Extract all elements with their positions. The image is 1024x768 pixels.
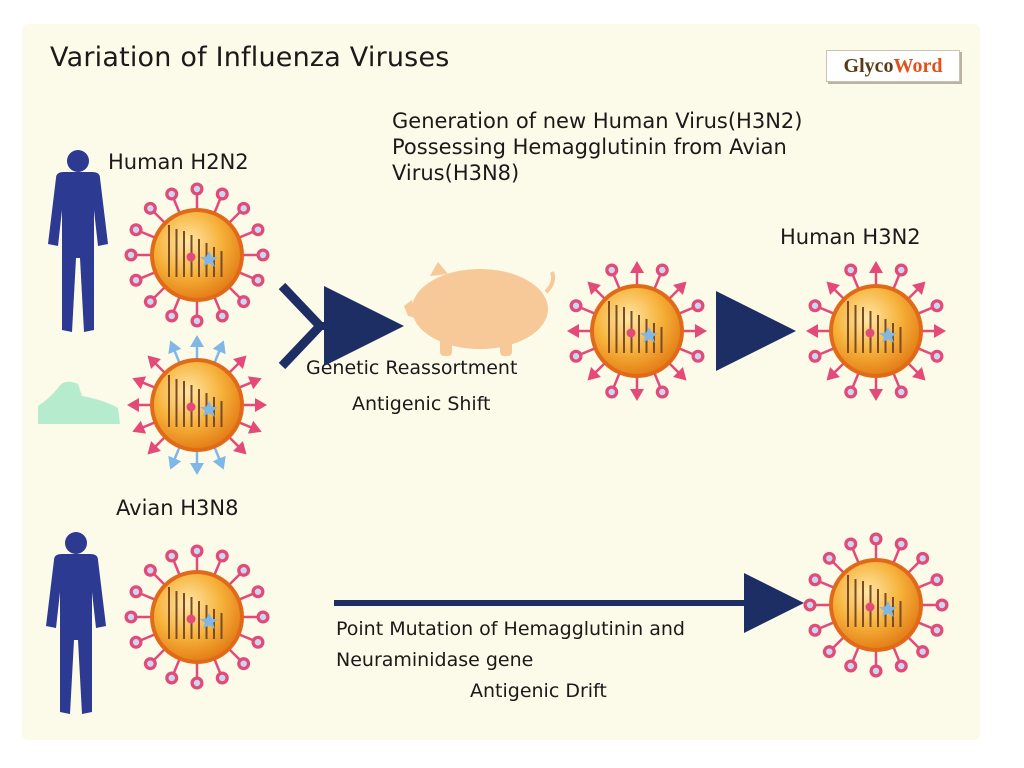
- subtitle-line-1: Generation of new Human Virus(H3N2): [392, 109, 803, 133]
- human-figure-icon: [48, 150, 108, 332]
- virus-icon: [803, 532, 949, 678]
- virus-icon: [124, 544, 270, 690]
- label-neuraminidase-gene: Neuraminidase gene: [336, 649, 534, 671]
- diagram-title: Variation of Influenza Viruses: [50, 42, 450, 73]
- bird-icon: [38, 381, 120, 424]
- glycoword-logo: GlycoWord: [826, 50, 960, 82]
- label-point-mutation: Point Mutation of Hemagglutinin and: [336, 618, 685, 640]
- human-figure-icon: [46, 532, 106, 714]
- virus-icon: [567, 261, 707, 401]
- subtitle-line-3: Virus(H3N8): [392, 161, 520, 185]
- label-human-h3n2: Human H3N2: [780, 225, 921, 249]
- label-human-h2n2: Human H2N2: [108, 150, 249, 174]
- virus-icon: [127, 335, 267, 475]
- virus-icon: [806, 261, 946, 401]
- arrow-icon: [278, 282, 327, 370]
- subtitle: Generation of new Human Virus(H3N2) Poss…: [392, 108, 992, 186]
- logo-part-glyco: Glyco: [843, 55, 894, 77]
- virus-icon: [124, 182, 270, 328]
- logo-part-word: Word: [893, 55, 943, 77]
- label-antigenic-shift: Antigenic Shift: [352, 393, 491, 415]
- subtitle-line-2: Possessing Hemagglutinin from Avian: [392, 135, 787, 159]
- label-antigenic-drift: Antigenic Drift: [470, 680, 607, 702]
- pig-icon: [404, 262, 556, 356]
- label-avian-h3n8: Avian H3N8: [116, 496, 239, 520]
